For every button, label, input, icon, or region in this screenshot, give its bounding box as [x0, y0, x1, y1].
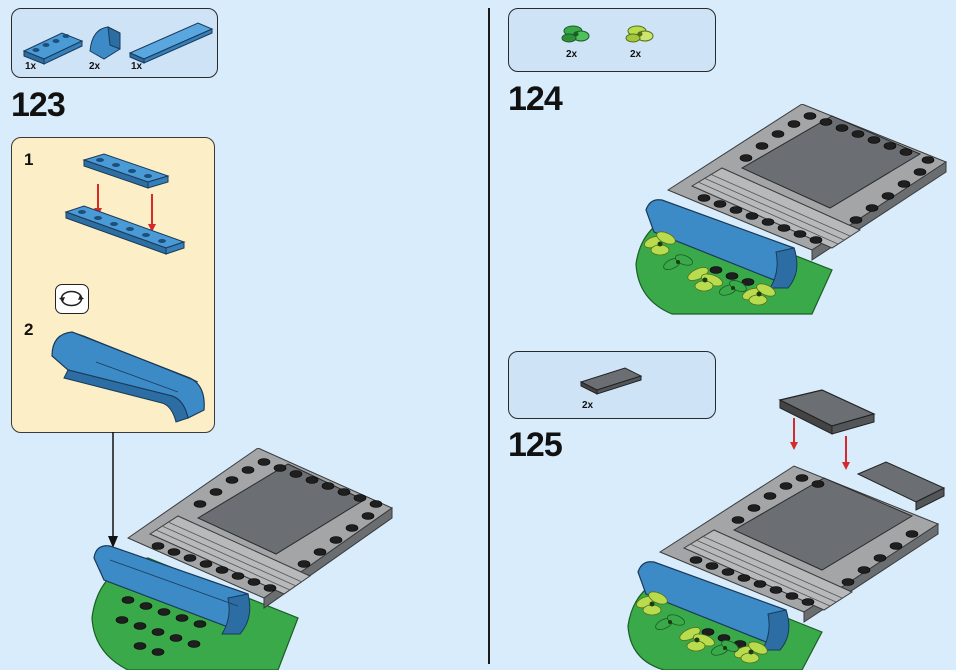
part-quantity: 1x: [131, 61, 143, 72]
parts-illustration: [561, 25, 654, 43]
model-step-124: [635, 104, 948, 315]
model-step-123: [91, 448, 394, 670]
blue-bench-assembly: [51, 331, 205, 423]
step-number: 124: [508, 80, 563, 118]
part-quantity: 2x: [582, 400, 594, 411]
green-leaves-part: [561, 25, 590, 43]
step-number: 125: [508, 426, 563, 464]
blue-plate-part: [22, 32, 84, 65]
connector-arrow: [108, 432, 118, 548]
base-assembly: [91, 448, 394, 670]
rotate-model-icon: [55, 284, 89, 314]
dark-grey-tile-part: [579, 367, 643, 395]
studs: [697, 112, 935, 286]
yellow-green-leaves-part: [625, 25, 654, 43]
page-divider: [488, 8, 490, 664]
studs: [689, 474, 919, 648]
base-assembly: [635, 104, 948, 315]
parts-illustration: [22, 22, 214, 65]
parts-callout-step-125: 2x: [508, 351, 716, 419]
plate-top: [82, 153, 170, 189]
model-step-125: [627, 389, 946, 670]
floating-tile: [778, 389, 876, 435]
part-quantity: 2x: [89, 61, 101, 72]
parts-illustration: [579, 367, 643, 395]
placement-arrows: [790, 418, 850, 470]
step-number: 123: [11, 86, 66, 124]
parts-callout-step-124: 2x 2x: [508, 8, 716, 72]
substep-number: 1: [24, 150, 34, 169]
plate-bottom: [64, 205, 186, 255]
part-quantity: 1x: [25, 61, 37, 72]
blue-tile-part: [128, 22, 214, 64]
substep-callout: 1 2: [11, 137, 215, 433]
leaf-plants: [644, 231, 776, 306]
substep-illustration: [51, 153, 205, 423]
blue-curved-slope-part: [89, 26, 121, 60]
part-quantity: 2x: [566, 49, 578, 60]
rotate-arrows-icon: [59, 290, 84, 307]
substep-number: 2: [24, 320, 34, 339]
part-quantity: 2x: [630, 49, 642, 60]
base-assembly: [627, 461, 946, 670]
leaf-plants: [636, 591, 768, 664]
studs: [115, 458, 383, 656]
parts-callout-step-123: 1x 2x 1x: [11, 8, 218, 78]
